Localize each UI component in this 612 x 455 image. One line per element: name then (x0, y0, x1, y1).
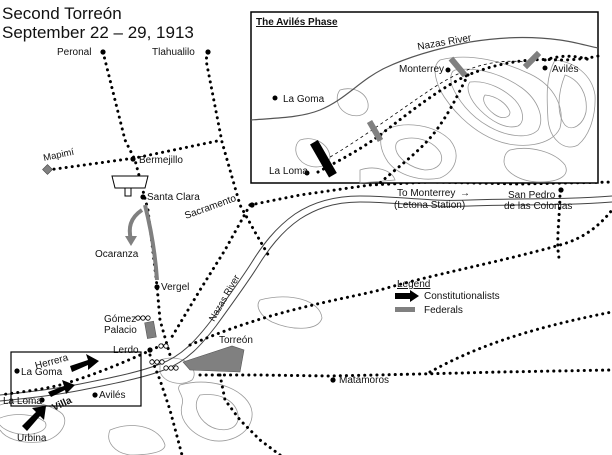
legend-federals-label: Federals (424, 305, 463, 316)
railway-matamoros (198, 368, 612, 378)
town-dot-matamoros (330, 377, 336, 383)
label-la-loma: La Loma (3, 396, 42, 407)
town-dot-santa-clara (140, 194, 146, 200)
label-gomez: Gómez (104, 314, 136, 325)
label-to-monterrey-arrow: → (460, 188, 470, 199)
inset-constitutionalist-block (310, 140, 337, 178)
label-aviles: Avilés (99, 390, 126, 401)
town-dot-la-loma (39, 397, 45, 403)
town-dot-peronal (100, 49, 106, 55)
inset-label-la-goma: La Goma (283, 94, 325, 105)
label-bermejillo: Bermejillo (139, 155, 183, 166)
railway-sacramento-gomez (168, 203, 252, 342)
railway-torreon-south (218, 373, 282, 455)
railway-torreon-sanpedro (188, 208, 612, 347)
railway-mapimi-crossline (46, 138, 224, 172)
legend-constitutionalists-label: Constitutionalists (424, 291, 500, 302)
label-san-pedro: San Pedro (508, 190, 556, 201)
legend-title: Legend (397, 279, 430, 290)
town-dot-sacramento (249, 202, 255, 208)
town-dot-bermejillo (130, 156, 136, 162)
legend: Legend Constitutionalists Federals (395, 279, 500, 316)
urbina-arrow (22, 406, 46, 431)
label-nazas-river-main: Nazas River (207, 273, 242, 323)
gomez-palacio-urban-area (144, 320, 157, 339)
label-peronal: Peronal (57, 47, 91, 58)
inset-dot-monterrey (445, 67, 451, 73)
town-dot-aviles (92, 392, 98, 398)
inset-aviles-phase: The Avilés Phase Nazas River Monterrey A… (250, 11, 600, 185)
federal-arrowhead (125, 236, 137, 246)
torreon-urban-area (182, 345, 245, 373)
legend-federals-symbol (395, 307, 415, 312)
town-dot-la-goma (14, 368, 20, 374)
inset-label-aviles: Avilés (552, 64, 579, 75)
inset-nazas-river (250, 36, 599, 121)
label-mapimi: Mapimí (42, 147, 75, 164)
label-santa-clara: Santa Clara (147, 192, 200, 203)
opening-positions-box (10, 351, 142, 407)
label-torreon: Torreón (219, 335, 253, 346)
railway-sanpedro-south (556, 188, 562, 264)
inset-title: The Avilés Phase (256, 17, 338, 28)
federal-movement-arrow (127, 204, 159, 281)
railway-peronal (101, 50, 172, 357)
inset-federal-bar-2 (448, 56, 468, 78)
inset-label-monterrey: Monterrey (399, 64, 444, 75)
fortification-markers (135, 315, 179, 371)
inset-railways (316, 54, 600, 185)
nazas-river-main (0, 195, 612, 402)
town-marker-mapimi (42, 164, 53, 175)
legend-constitutionalists-symbol (395, 290, 419, 302)
label-ocaranza: Ocaranza (95, 249, 139, 260)
label-villa: Villa (51, 395, 75, 414)
label-la-goma: La Goma (21, 367, 63, 378)
inset-federal-bar-3 (522, 50, 542, 70)
town-dot-lerdo (147, 347, 153, 353)
label-tlahualilo: Tlahualilo (152, 47, 195, 58)
label-de-las-colonias: de las Colonias (504, 201, 572, 212)
inset-frame (250, 11, 599, 184)
label-to-monterrey: To Monterrey (397, 188, 455, 199)
label-matamoros: Matamoros (339, 375, 389, 386)
town-markers (14, 49, 564, 403)
map-title-line2: September 22 – 29, 1913 (2, 23, 194, 42)
villa-arrow (48, 380, 75, 397)
herrera-arrow (70, 354, 99, 372)
town-dot-tlahualilo (205, 49, 211, 55)
label-lerdo: Lerdo (113, 345, 139, 356)
inset-dot-la-loma (304, 170, 310, 176)
town-dot-san-pedro (558, 187, 564, 193)
train-icon (111, 175, 149, 197)
inset-dot-aviles (542, 65, 548, 71)
inset-label-la-loma: La Loma (269, 166, 308, 177)
map-title-line1: Second Torreón (2, 4, 122, 23)
label-letona-station: (Letona Station) (394, 200, 465, 211)
constitutionalist-arrows (22, 354, 99, 431)
inset-federal-bar-1 (366, 119, 384, 143)
railway-tlahualilo (204, 50, 272, 260)
town-dot-vergel (154, 284, 160, 290)
inset-contours (295, 56, 596, 184)
railway-lerdo-south (148, 353, 184, 455)
railway-southeast (428, 310, 612, 374)
label-palacio: Palacio (104, 325, 137, 336)
label-urbina: Urbina (17, 433, 47, 444)
label-vergel: Vergel (161, 282, 189, 293)
inset-advance-route (324, 60, 526, 161)
inset-dot-la-goma (272, 95, 278, 101)
